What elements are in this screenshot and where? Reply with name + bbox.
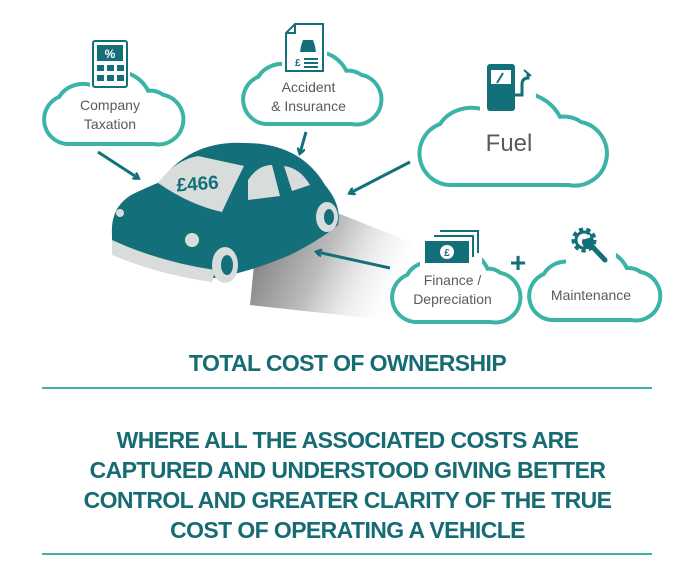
description-line: CAPTURED AND UNDERSTOOD GIVING BETTER [89,457,606,483]
svg-text:£: £ [444,248,450,259]
cloud-maintenance-label: Maintenance [527,286,655,305]
divider-bottom [42,553,652,555]
label-line: Accident [281,79,336,95]
cloud-taxation-label: Company Taxation [42,96,178,134]
cloud-insurance-label: Accident & Insurance [241,78,376,116]
cloud-finance-label: Finance / Depreciation [390,271,515,309]
insurance-document-icon: £ [282,21,327,73]
label-line: Finance / [423,272,482,288]
label-line: Maintenance [550,287,632,303]
arrow-finance [317,252,391,270]
description: WHERE ALL THE ASSOCIATED COSTS ARE CAPTU… [0,425,695,545]
label-line: Company [80,97,140,113]
description-line: COST OF OPERATING A VEHICLE [170,517,525,543]
label-line: Depreciation [413,291,492,307]
description-line: CONTROL AND GREATER CLARITY OF THE TRUE [83,487,612,513]
label-line: Taxation [83,116,137,132]
arrow-insurance [300,131,308,153]
gear-wrench-icon [566,222,616,266]
arrow-taxation [97,150,138,178]
svg-text:£: £ [295,58,301,69]
fuel-pump-icon [480,60,536,115]
car-price: £466 [176,173,220,197]
divider-top [42,387,652,389]
car-icon: £466 [111,142,339,283]
label-line: Fuel [485,130,533,157]
arrow-fuel [350,160,411,193]
banknotes-icon: £ [420,226,482,266]
heading: TOTAL COST OF OWNERSHIP [188,350,507,376]
cloud-fuel-label: Fuel [418,130,600,158]
label-line: & Insurance [271,98,346,114]
plus-sign: + [510,247,526,278]
description-line: WHERE ALL THE ASSOCIATED COSTS ARE [116,427,579,453]
svg-text:%: % [105,47,116,61]
calculator-icon: % [90,38,130,88]
